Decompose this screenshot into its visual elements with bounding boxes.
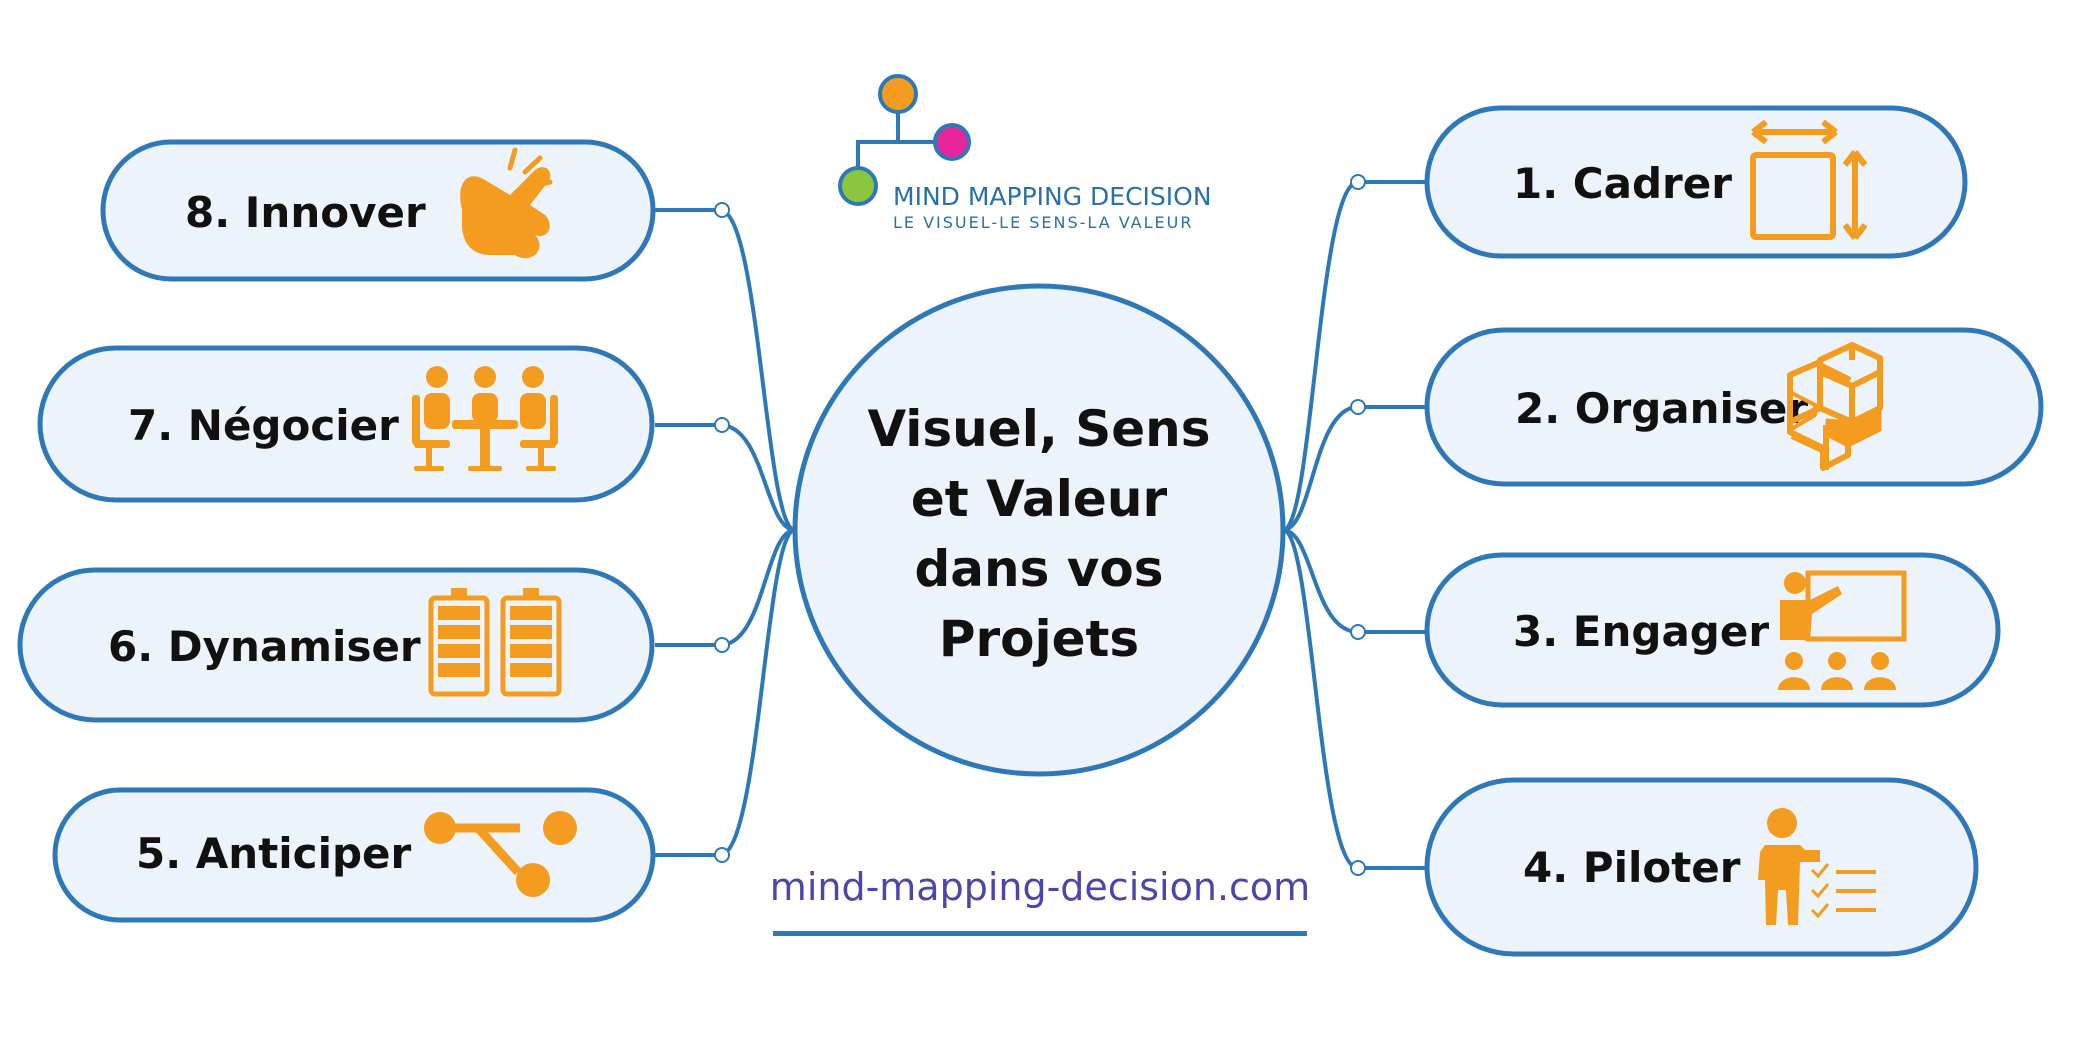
branch-label: 6. Dynamiser [108,622,421,671]
branch-negocier: 7. Négocier [37,345,655,503]
finger-snap-icon [460,147,553,259]
website-url[interactable]: mind-mapping-decision.com [770,865,1310,909]
logo-subtitle: LE VISUEL-LE SENS-LA VALEUR [893,213,1193,232]
person-checklist-icon [1758,808,1876,925]
node-b3 [1350,624,1366,640]
logo-title: MIND MAPPING DECISION [893,182,1212,211]
connector-b4 [1282,528,1430,870]
branch-label: 8. Innover [185,188,426,237]
battery-levels-icon [428,588,562,697]
node-b7 [714,417,730,433]
connector-b1 [1282,180,1430,532]
branch-engager: 3. Engager [1424,552,2001,708]
center-line-3: dans vos [915,540,1164,598]
website-link[interactable]: mind-mapping-decision.com [770,865,1310,936]
branch-organiser: 2. Organiser [1424,327,2044,487]
node-b5 [714,847,730,863]
node-b1 [1350,174,1366,190]
center-line-1: Visuel, Sens [867,400,1210,458]
logo: MIND MAPPING DECISION LE VISUEL-LE SENS-… [838,74,1212,232]
branch-piloter: 4. Piloter [1424,777,1979,957]
node-b8 [714,202,730,218]
branch-label: 1. Cadrer [1513,159,1732,208]
center-line-4: Projets [939,610,1139,668]
website-underline [773,931,1307,936]
branch-label: 2. Organiser [1515,384,1808,433]
node-b2 [1350,399,1366,415]
connector-b8 [655,208,796,532]
stacked-blocks-icon [1787,342,1883,471]
connector-b2 [1282,405,1430,532]
meeting-table-icon [412,366,558,471]
presentation-audience-icon [1778,570,1907,690]
branch-innover: 8. Innover [100,139,656,282]
branch-anticiper: 5. Anticiper [52,787,656,923]
branching-path-icon [424,811,577,897]
frame-resize-icon [1750,119,1868,240]
branch-label: 3. Engager [1513,607,1769,656]
node-b4 [1350,860,1366,876]
logo-mark-icon [838,74,971,206]
branch-label: 5. Anticiper [136,829,412,878]
center-line-2: et Valeur [911,470,1168,528]
central-topic: Visuel, Sens et Valeur dans vos Projets [792,283,1286,777]
connectors [655,180,1430,870]
branch-cadrer: 1. Cadrer [1424,105,1968,259]
branch-label: 4. Piloter [1523,843,1741,892]
node-b6 [714,637,730,653]
connector-b5 [655,528,796,857]
branch-label: 7. Négocier [128,401,399,450]
connector-nodes [714,174,1366,876]
branch-dynamiser: 6. Dynamiser [17,567,655,723]
